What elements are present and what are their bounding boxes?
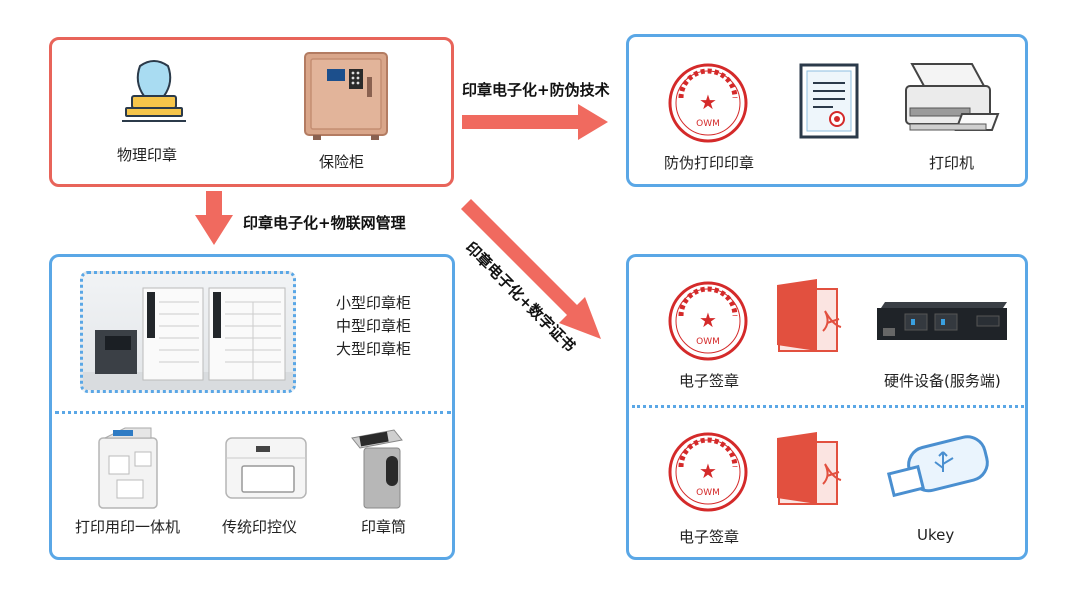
red-seal-icon: ★ OWM <box>668 63 748 143</box>
certificate-divider <box>632 405 1024 408</box>
large-cabinet-label: 大型印章柜 <box>336 340 412 358</box>
electronic-seal-label-1: 电子签章 <box>679 372 740 390</box>
physical-seal-box <box>49 37 454 187</box>
ukey-label: Ukey <box>917 526 955 544</box>
iot-divider <box>55 411 451 414</box>
small-cabinet-label: 小型印章柜 <box>336 294 412 312</box>
pdf-document-icon-2 <box>777 432 842 505</box>
certificate-document-icon <box>799 63 859 139</box>
seal-control-device-label: 传统印控仪 <box>222 518 298 536</box>
iot-arrow-label: 印章电子化+物联网管理 <box>243 214 406 232</box>
stamp-icon <box>122 60 186 122</box>
seal-star: ★ <box>699 90 717 114</box>
electronic-seal-label-2: 电子签章 <box>679 528 740 546</box>
seal-code: OWM <box>696 337 720 347</box>
seal-control-device-icon <box>225 437 307 499</box>
print-seal-machine-icon <box>98 427 158 509</box>
safe-icon <box>304 52 388 140</box>
pdf-document-icon-1 <box>777 279 842 352</box>
seal-code: OWM <box>696 119 720 129</box>
seal-star: ★ <box>699 459 717 483</box>
server-hardware-icon <box>877 302 1007 340</box>
diagonal-arrow <box>461 199 601 339</box>
down-arrow <box>195 191 233 245</box>
electronic-seal-icon-1: ★ OWM <box>668 281 748 361</box>
printer-label: 打印机 <box>929 154 975 172</box>
cabinet-type-list: 小型印章柜 中型印章柜 大型印章柜 <box>336 292 411 361</box>
physical-seal-label: 物理印章 <box>117 146 178 164</box>
seal-cabinet-image <box>80 271 296 393</box>
usb-key-icon <box>886 435 989 498</box>
seal-star: ★ <box>699 308 717 332</box>
electronic-seal-icon-2: ★ OWM <box>668 432 748 512</box>
medium-cabinet-label: 中型印章柜 <box>336 317 412 335</box>
safe-label: 保险柜 <box>319 153 365 171</box>
printer-icon <box>905 63 1000 131</box>
print-seal-machine-label: 打印用印一体机 <box>75 518 181 536</box>
anticounterfeit-seal-label: 防伪打印印章 <box>664 154 755 172</box>
server-hardware-label: 硬件设备(服务端) <box>884 372 1001 390</box>
seal-code: OWM <box>696 488 720 498</box>
seal-tube-label: 印章筒 <box>361 518 407 536</box>
right-arrow <box>462 104 608 140</box>
anticounterfeit-arrow-label: 印章电子化+防伪技术 <box>462 81 610 99</box>
seal-tube-icon <box>351 429 403 509</box>
